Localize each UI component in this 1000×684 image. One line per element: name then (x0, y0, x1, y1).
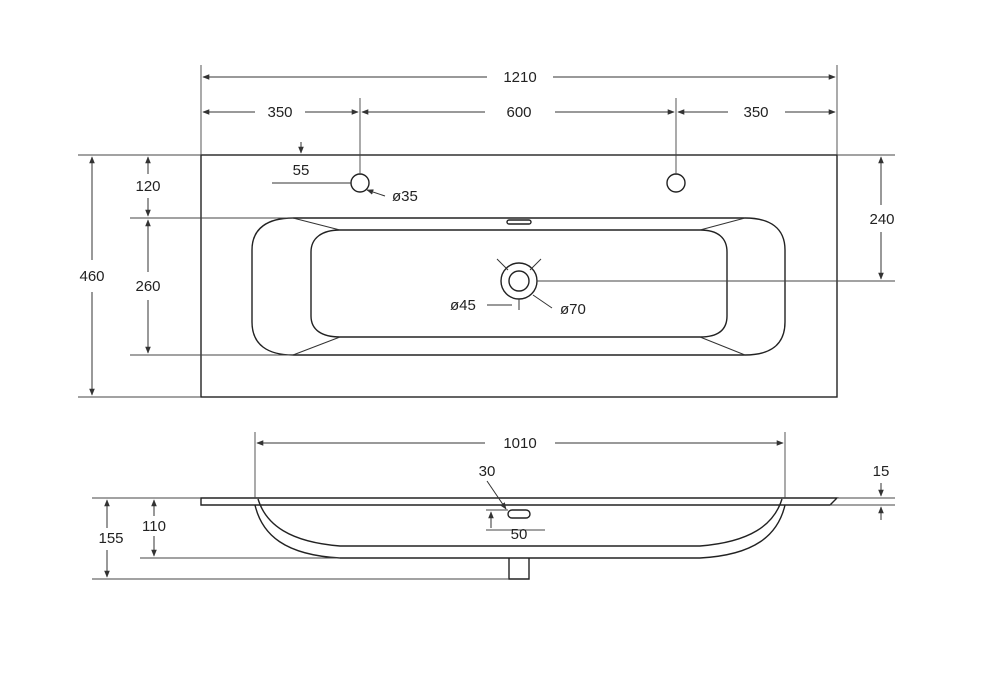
dim-hole-spacing: 600 (506, 104, 531, 121)
dim-overflow-height: 50 (511, 526, 528, 543)
dim-overall-height: 155 (98, 530, 123, 547)
dim-right-offset: 350 (743, 104, 768, 121)
bowl-outer (251, 217, 786, 356)
top-view: 1210 350 600 350 55 ø35 120 260 460 240 … (78, 65, 895, 398)
dim-left-offset: 350 (267, 104, 292, 121)
dim-line-35 (366, 189, 386, 197)
dim-bowl-depth: 260 (135, 278, 160, 295)
bowl-corner-tr (699, 217, 746, 231)
drain-leader-4 (532, 294, 553, 309)
drain-tail (508, 558, 530, 580)
dim-drain-inner: ø45 (450, 297, 476, 314)
dim-rim-thickness: 15 (873, 463, 890, 480)
dim-overall-width: 1210 (503, 69, 536, 86)
drain-leader-1 (496, 258, 509, 271)
drain-leader-2 (529, 258, 542, 271)
drain-inner (508, 270, 530, 292)
dim-hole-inset: 55 (293, 162, 310, 179)
side-view: 1010 30 15 110 155 50 (92, 432, 895, 580)
dim-top-margin: 120 (135, 178, 160, 195)
bowl-corner-tl (292, 217, 341, 231)
dim-line-30 (486, 480, 507, 510)
tap-hole-right (666, 173, 686, 193)
bowl-body-outer (254, 504, 786, 559)
bowl-corner-bl (292, 336, 341, 356)
overflow-slot-side (507, 509, 531, 519)
dim-overall-depth: 460 (79, 268, 104, 285)
bowl-inner (310, 229, 728, 338)
bowl-corner-br (699, 336, 746, 356)
dim-bowl-width: 1010 (503, 435, 536, 452)
dim-bowl-height: 110 (142, 518, 166, 535)
counter-outline (200, 154, 838, 398)
bowl-body-inner (257, 498, 783, 547)
dim-overflow-width: 30 (479, 463, 496, 480)
dim-drain-outer: ø70 (560, 301, 586, 318)
tap-hole-left (350, 173, 370, 193)
overflow-slot (506, 219, 532, 225)
dim-hole-diameter: ø35 (392, 188, 418, 205)
rim-profile (200, 497, 839, 506)
dim-drain-from-back: 240 (869, 211, 894, 228)
